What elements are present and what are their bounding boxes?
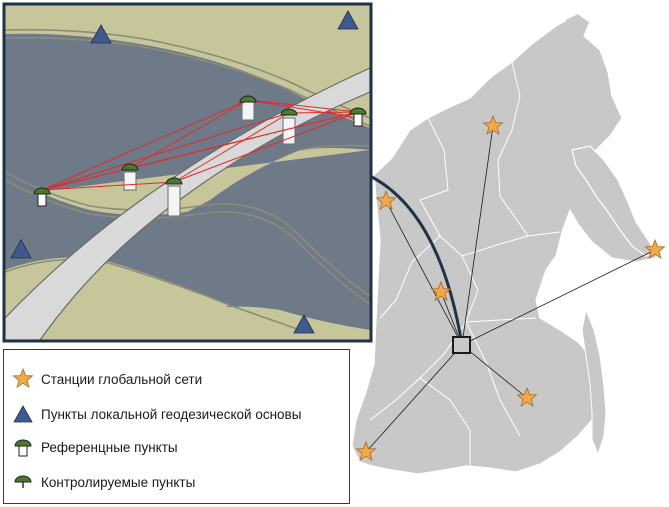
reference-point-2 xyxy=(349,107,367,127)
star-icon xyxy=(12,368,34,389)
region-borders xyxy=(369,61,561,466)
triangle-icon xyxy=(13,405,33,423)
monitored-point-icon xyxy=(14,475,32,488)
island-top xyxy=(566,14,586,30)
legend-item-monitored-points: Контролируемые пункты xyxy=(4,469,349,495)
sakhalin-island xyxy=(581,308,607,456)
bridge-deck xyxy=(5,67,370,340)
legend: Станции глобальной сети Пункты локальной… xyxy=(3,349,350,504)
inset-bridge-view xyxy=(2,2,373,343)
inset-frame xyxy=(2,2,373,343)
reference-point-icon xyxy=(14,439,32,457)
legend-item-global-stations: Станции глобальной сети xyxy=(4,366,349,392)
legend-label: Станции глобальной сети xyxy=(41,371,203,387)
site-location-marker xyxy=(452,336,471,354)
local-geodetic-points xyxy=(10,10,359,334)
legend-label: Референцные пункты xyxy=(41,439,178,455)
station-links xyxy=(365,125,656,453)
zoom-arc xyxy=(369,174,464,346)
reference-point-1 xyxy=(33,187,51,207)
legend-label: Пункты локальной геодезической основы xyxy=(41,406,302,422)
regional-map xyxy=(351,13,661,475)
landmass xyxy=(351,13,661,475)
legend-label: Контролируемые пункты xyxy=(41,474,196,490)
legend-item-local-geodetic: Пункты локальной геодезической основы xyxy=(4,401,349,427)
baseline-network xyxy=(41,99,359,191)
legend-item-reference-points: Референцные пункты xyxy=(4,434,349,460)
monitored-points xyxy=(121,95,298,185)
